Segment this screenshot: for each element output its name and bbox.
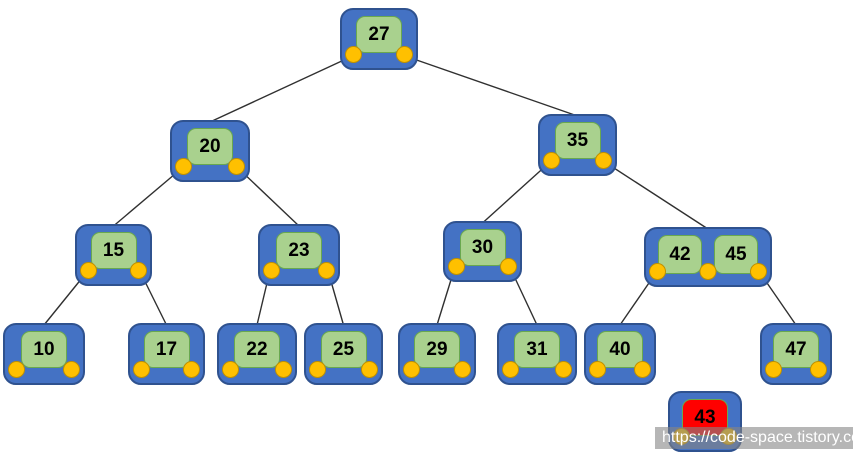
key-value-23: 23 xyxy=(276,232,322,269)
connector-dot-left xyxy=(133,361,150,378)
key-group: 17 xyxy=(130,331,203,368)
connector-dot-left xyxy=(309,361,326,378)
key-group: 10 xyxy=(5,331,83,368)
key-value-20: 20 xyxy=(187,128,233,165)
key-value-25: 25 xyxy=(320,331,367,368)
tree-node-31: 31 xyxy=(497,323,577,385)
tree-node-40: 40 xyxy=(584,323,656,385)
key-group: 35 xyxy=(540,122,615,159)
key-group: 31 xyxy=(499,331,575,368)
connector-dot-right xyxy=(396,46,413,63)
connector-dot-right xyxy=(183,361,200,378)
connector-dot-left xyxy=(502,361,519,378)
key-value-40: 40 xyxy=(597,331,643,368)
tree-node-22: 22 xyxy=(217,323,297,385)
tree-edge-20-23 xyxy=(238,167,300,227)
watermark-url: https://code-space.tistory.com xyxy=(655,427,853,449)
connector-dot-left xyxy=(589,361,606,378)
key-value-27: 27 xyxy=(356,16,402,53)
key-value-35: 35 xyxy=(554,122,601,159)
connector-dot-left xyxy=(765,361,782,378)
connector-dot-right xyxy=(275,361,292,378)
connector-dot-right xyxy=(228,158,245,175)
connector-dot-right xyxy=(750,263,767,280)
connector-dot-right xyxy=(634,361,651,378)
key-value-31: 31 xyxy=(514,331,560,368)
connector-dot-left xyxy=(448,258,465,275)
tree-edge-20-15 xyxy=(113,167,182,227)
tree-node-27: 27 xyxy=(340,8,418,70)
connector-dot-right xyxy=(318,262,335,279)
key-group: 40 xyxy=(586,331,654,368)
connector-dot-right xyxy=(361,361,378,378)
tree-node-17: 17 xyxy=(128,323,205,385)
tree-edge-35-42-45 xyxy=(605,161,709,230)
key-value-22: 22 xyxy=(234,331,280,368)
key-value-47: 47 xyxy=(773,331,819,368)
tree-node-15: 15 xyxy=(75,224,152,286)
key-value-29: 29 xyxy=(414,331,460,368)
tree-node-10: 10 xyxy=(3,323,85,385)
key-group: 20 xyxy=(172,128,248,165)
tree-edge-35-30 xyxy=(482,161,550,224)
key-value-15: 15 xyxy=(90,232,137,269)
connector-dot-left xyxy=(175,158,192,175)
tree-node-20: 20 xyxy=(170,120,250,182)
key-group: 23 xyxy=(260,232,338,269)
connector-dot-right xyxy=(63,361,80,378)
key-group: 25 xyxy=(306,331,381,368)
connector-dot-left xyxy=(8,361,25,378)
key-group: 27 xyxy=(342,16,416,53)
tree-node-29: 29 xyxy=(398,323,476,385)
connector-dot-left xyxy=(263,262,280,279)
connector-dot-left xyxy=(543,152,560,169)
key-group: 15 xyxy=(77,232,150,269)
connector-dot-middle xyxy=(699,263,717,280)
tree-edge-27-35 xyxy=(406,55,578,117)
connector-dot-left xyxy=(403,361,420,378)
tree-node-35: 35 xyxy=(538,114,617,176)
tree-node-25: 25 xyxy=(304,323,383,385)
connector-dot-left xyxy=(222,361,239,378)
key-value-17: 17 xyxy=(143,331,190,368)
key-value-45: 45 xyxy=(714,235,758,274)
connector-dot-right xyxy=(555,361,572,378)
tree-edge-27-20 xyxy=(209,55,352,123)
connector-dot-right xyxy=(595,152,612,169)
key-group: 47 xyxy=(762,331,830,368)
connector-dot-right xyxy=(810,361,827,378)
key-value-10: 10 xyxy=(21,331,67,368)
tree-node-23: 23 xyxy=(258,224,340,286)
connector-dot-right xyxy=(454,361,471,378)
connector-dot-left xyxy=(345,46,362,63)
connector-dot-right xyxy=(500,258,517,275)
tree-node-30: 30 xyxy=(443,221,522,282)
tree-node-47: 47 xyxy=(760,323,832,385)
connector-dot-left xyxy=(80,262,97,279)
key-group: 30 xyxy=(445,229,520,266)
connector-dot-right xyxy=(130,262,147,279)
key-group: 29 xyxy=(400,331,474,368)
key-group: 22 xyxy=(219,331,295,368)
connector-dot-left xyxy=(649,263,666,280)
key-value-30: 30 xyxy=(459,229,506,266)
